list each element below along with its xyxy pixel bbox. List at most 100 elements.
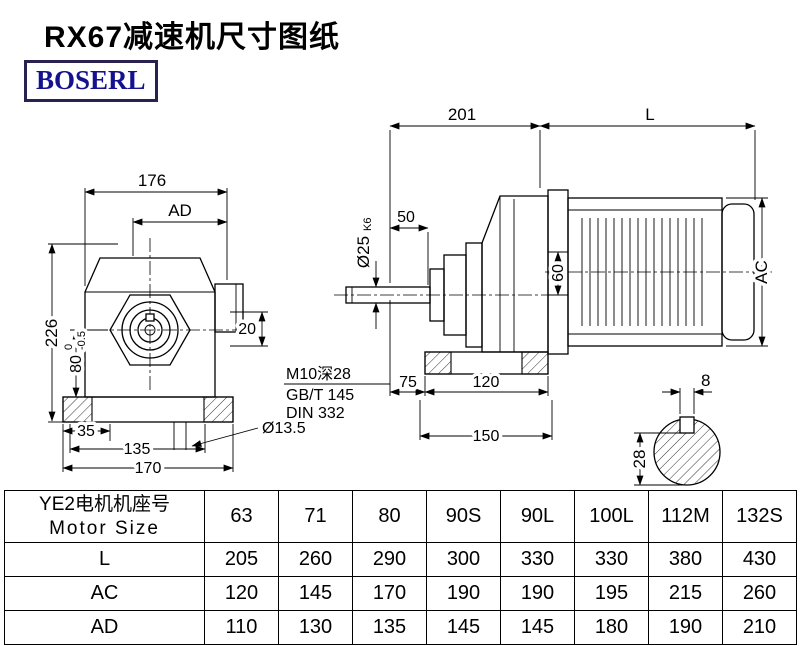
bore-circle-center — [144, 324, 156, 336]
dimension-table: YE2电机机座号 Motor Size 63 71 80 90S 90L 100… — [4, 490, 797, 645]
table-cell: 180 — [574, 610, 649, 645]
dim-key-width-8: 8 — [662, 368, 714, 414]
table-cell: 145 — [426, 610, 501, 645]
bore-circle-outer — [121, 301, 179, 359]
motor-size-header-cn: YE2电机机座号 — [39, 494, 170, 515]
dim-50-label: 50 — [397, 209, 415, 226]
shaft-diameter-label: Ø25 — [354, 236, 373, 268]
dim-20: 20 — [230, 311, 268, 347]
dim-shaft-diameter: Ø25 K6 — [354, 218, 380, 329]
row-label: AD — [4, 610, 205, 645]
dim-120: 120 — [424, 371, 549, 396]
row-label: AC — [4, 576, 205, 611]
size-column-header: 90L — [500, 490, 575, 543]
foot-hatch-right — [203, 396, 234, 423]
size-column-header: 100L — [574, 490, 649, 543]
table-cell: 110 — [204, 610, 279, 645]
table-cell: 190 — [426, 576, 501, 611]
note-gbt145-label: GB/T 145 — [286, 387, 354, 404]
dim-170-label: 170 — [135, 460, 162, 477]
motor-cooling-fins — [581, 218, 703, 326]
gearbox-foot-hatch-right — [521, 351, 549, 375]
keyway-notch — [145, 313, 155, 322]
motor-size-header: YE2电机机座号 Motor Size — [4, 490, 205, 543]
dim-80-tol-lower: -0.5 — [76, 331, 88, 350]
dim-150: 150 — [419, 400, 553, 449]
dim-201-label: 201 — [448, 105, 476, 124]
dim-170: 170 — [62, 424, 234, 481]
table-header-row: YE2电机机座号 Motor Size 63 71 80 90S 90L 100… — [4, 490, 797, 543]
dim-150-label: 150 — [473, 428, 500, 445]
table-cell: 130 — [278, 610, 353, 645]
side-view: 201 L 50 Ø25 K6 60 — [284, 105, 775, 449]
dim-L: L — [539, 105, 756, 200]
dim-ac-label: AC — [752, 260, 771, 284]
dim-28-label: 28 — [630, 450, 649, 469]
dim-176-label: 176 — [138, 171, 166, 190]
dim-135-label: 135 — [124, 441, 151, 458]
size-column-header: 80 — [352, 490, 427, 543]
dim-hole-label: Ø13.5 — [262, 420, 306, 437]
table-cell: 190 — [500, 576, 575, 611]
front-view: 176 AD 226 80 0 -0.5 — [39, 171, 306, 481]
dim-80-tol-upper: 0 — [63, 344, 75, 350]
dim-50: 50 — [389, 209, 429, 285]
dim-60: 60 — [547, 251, 571, 296]
size-column-header: 132S — [722, 490, 797, 543]
dim-hole-13-5: Ø13.5 — [191, 420, 306, 447]
table-cell: 145 — [278, 576, 353, 611]
dim-35-label: 35 — [77, 423, 95, 440]
note-m10-label: M10深28 — [286, 365, 351, 383]
dim-ad-label: AD — [168, 201, 192, 220]
row-label: L — [4, 542, 205, 577]
table-cell: 145 — [500, 610, 575, 645]
dim-key-depth-28: 28 — [627, 432, 687, 486]
table-cell: 120 — [204, 576, 279, 611]
table-cell: 330 — [500, 542, 575, 577]
page-title: RX67减速机尺寸图纸 — [44, 21, 341, 54]
hexagon-boss — [109, 294, 191, 366]
boserl-logo: BOSERL — [24, 60, 158, 102]
keyway-slot — [679, 416, 695, 434]
shaft-section-view: 8 28 — [627, 368, 721, 486]
dim-75-label: 75 — [399, 374, 417, 391]
table-cell: 430 — [722, 542, 797, 577]
bore-circle-mid — [129, 309, 171, 351]
table-row-AD: AD 110 130 135 145 145 180 190 210 — [4, 610, 797, 645]
dim-120-label: 120 — [473, 374, 500, 391]
dim-L-label: L — [645, 105, 654, 124]
dim-80-label: 80 — [68, 355, 85, 373]
motor-size-header-en: Motor Size — [49, 518, 160, 539]
table-cell: 170 — [352, 576, 427, 611]
dim-ad: AD — [132, 201, 228, 256]
fan-cover — [721, 203, 755, 341]
table-cell: 300 — [426, 542, 501, 577]
dim-135: 135 — [69, 424, 206, 462]
dim-60-label: 60 — [550, 264, 567, 282]
size-column-header: 90S — [426, 490, 501, 543]
size-column-header: 112M — [648, 490, 723, 543]
dim-ac: AC — [726, 197, 775, 347]
gearbox-foot-hatch-left — [424, 351, 452, 375]
dim-20-label: 20 — [238, 321, 256, 338]
table-cell: 260 — [278, 542, 353, 577]
table-cell: 190 — [648, 610, 723, 645]
dim-176: 176 — [84, 171, 228, 286]
gearbox-housing — [481, 195, 549, 353]
foot-hatch-left — [62, 396, 93, 423]
dim-8-label: 8 — [701, 371, 710, 390]
table-row-AC: AC 120 145 170 190 190 195 215 260 — [4, 576, 797, 611]
size-column-header: 71 — [278, 490, 353, 543]
output-cover — [214, 283, 244, 333]
dim-226: 226 — [39, 243, 118, 423]
shaft-fit-label: K6 — [362, 218, 374, 231]
technical-drawing: 176 AD 226 80 0 -0.5 — [39, 105, 775, 486]
dim-35: 35 — [62, 420, 111, 444]
dim-201: 201 — [389, 105, 541, 283]
table-cell: 210 — [722, 610, 797, 645]
dim-75: 75 — [389, 300, 426, 396]
table-cell: 215 — [648, 576, 723, 611]
table-cell: 195 — [574, 576, 649, 611]
note-din332-label: DIN 332 — [286, 405, 345, 422]
table-cell: 260 — [722, 576, 797, 611]
